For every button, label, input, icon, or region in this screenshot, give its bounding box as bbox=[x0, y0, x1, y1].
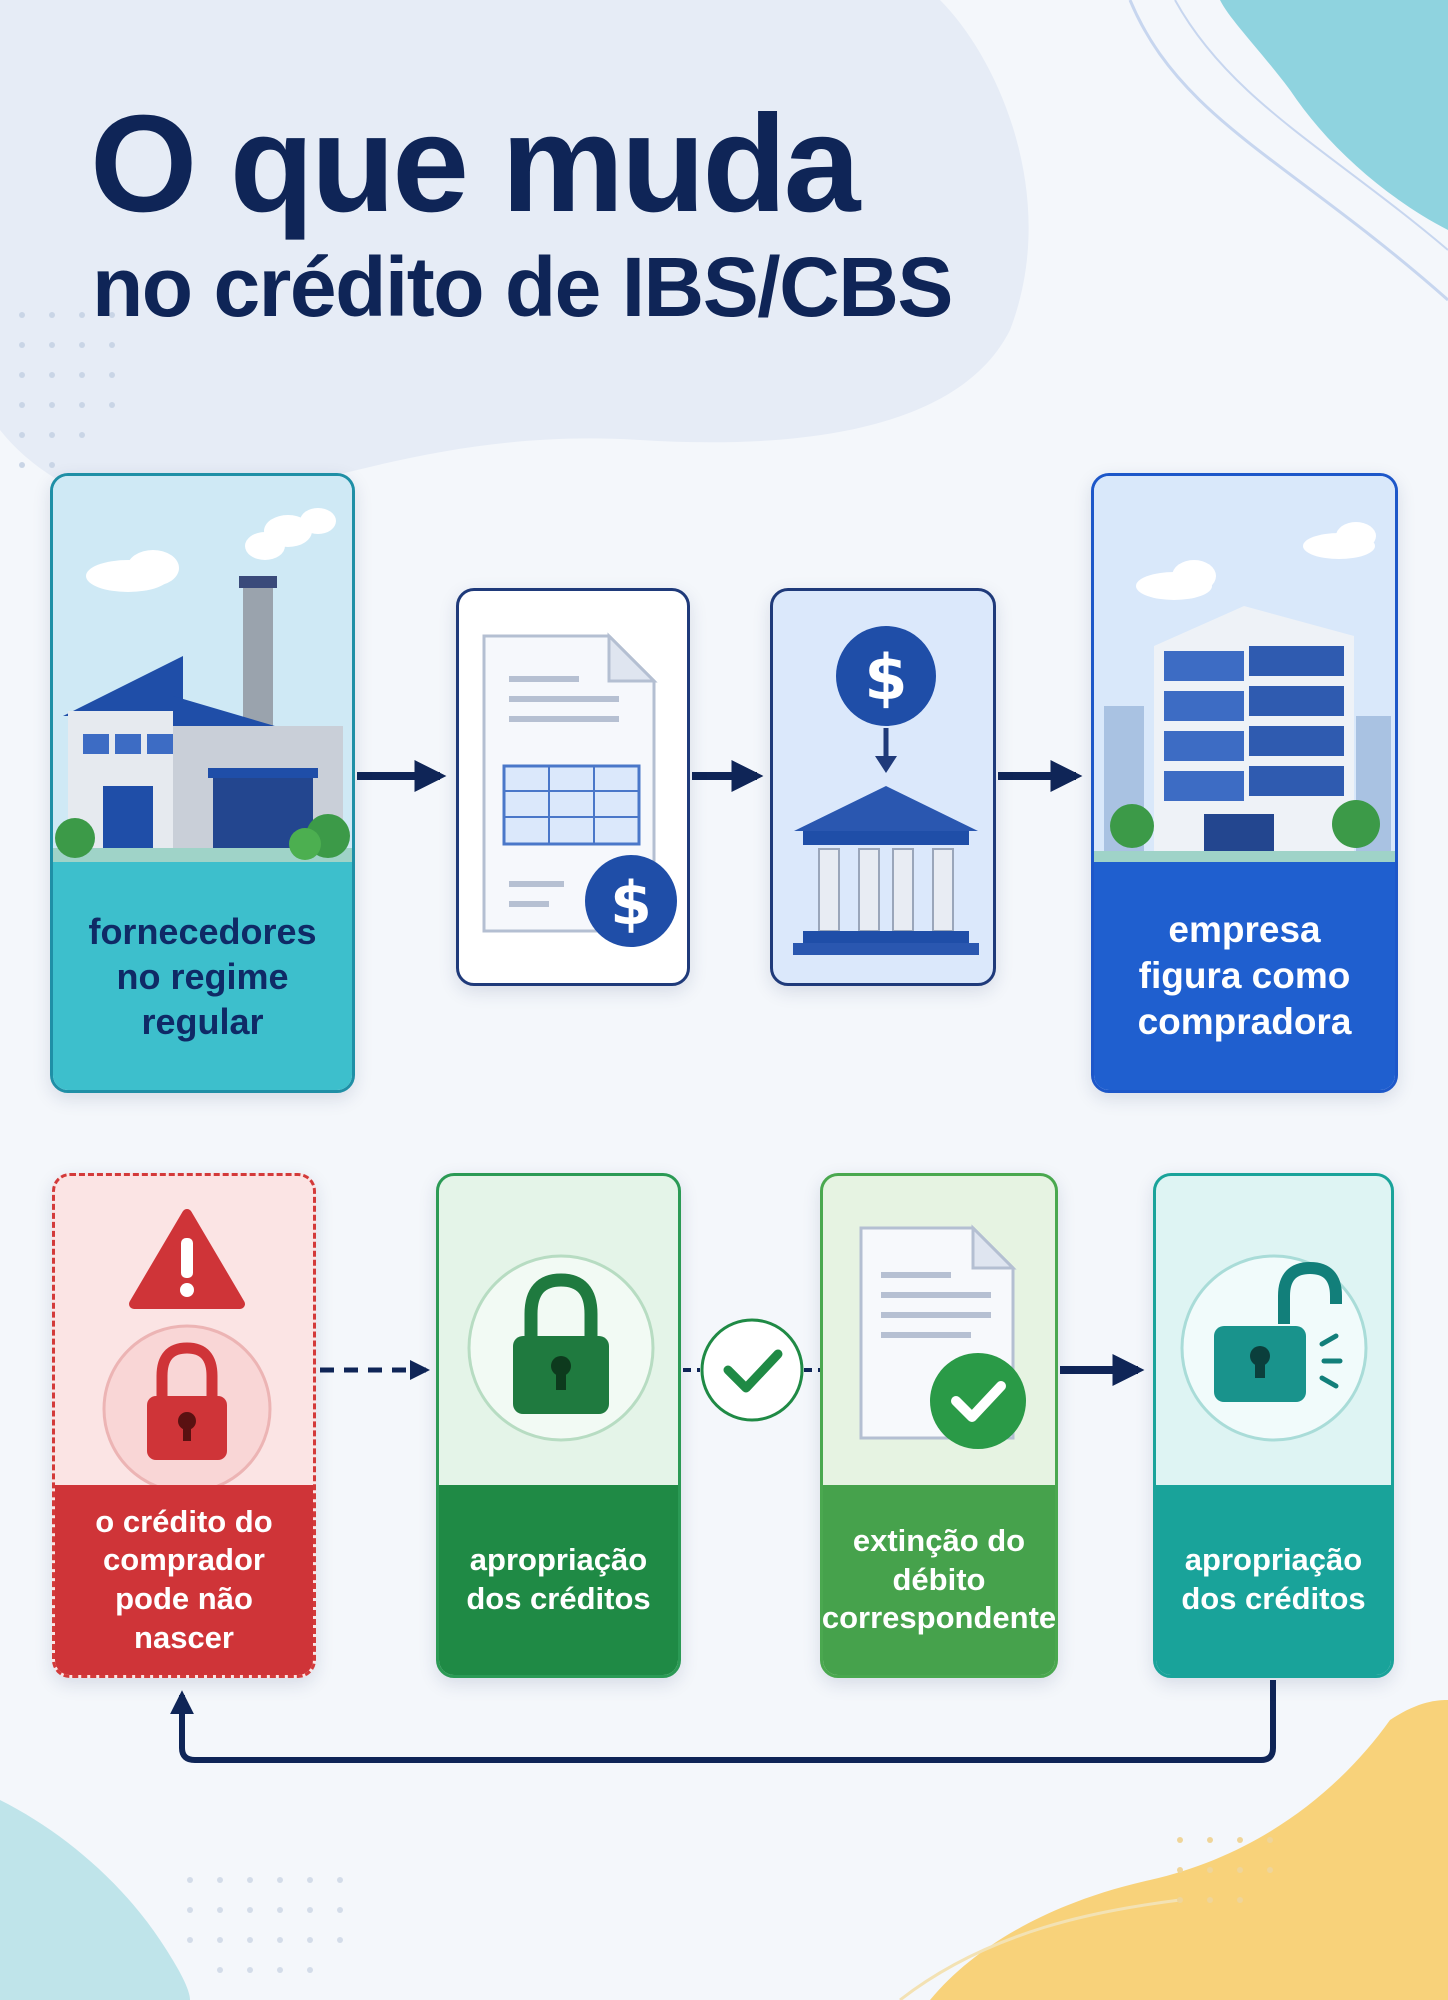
factory-icon bbox=[53, 476, 352, 868]
debt-extinction-card: extinção do débito correspondente bbox=[820, 1173, 1058, 1678]
dot-pattern-left bbox=[19, 312, 115, 468]
office-building-icon bbox=[1094, 476, 1395, 868]
bottom-right-curve bbox=[899, 1898, 1181, 2000]
page-subtitle: no crédito de IBS/CBS bbox=[92, 240, 953, 334]
invoice-dollar-icon: $ bbox=[482, 632, 677, 947]
credit-appropriation-unlocked-card: apropriação dos créditos bbox=[1153, 1173, 1394, 1678]
document-check-icon bbox=[859, 1224, 1026, 1449]
supplier-label: fornecedores no regime regular bbox=[53, 862, 352, 1090]
credit-appropriation-label: apropriação dos créditos bbox=[439, 1485, 678, 1675]
bottom-left-blob bbox=[0, 1800, 190, 2000]
bottom-right-blob bbox=[930, 1700, 1448, 2000]
top-right-curve-1 bbox=[1128, 0, 1448, 302]
dot-pattern-bottom bbox=[187, 1877, 343, 1973]
title-blob bbox=[0, 0, 1029, 510]
credit-warning-label: o crédito do comprador pode não nascer bbox=[55, 1485, 313, 1675]
credit-appropriation-card: apropriação dos créditos bbox=[436, 1173, 681, 1678]
supplier-card: fornecedores no regime regular bbox=[50, 473, 355, 1093]
warning-lock-graphic bbox=[102, 1209, 272, 1488]
bank-payment-icon: $ bbox=[793, 626, 979, 955]
unlocked-icon bbox=[1180, 1254, 1368, 1442]
bank-card: $ bbox=[770, 588, 996, 986]
dot-pattern-right bbox=[1177, 1837, 1273, 1903]
svg-text:$: $ bbox=[610, 869, 652, 939]
locked-icon bbox=[147, 1342, 227, 1460]
top-right-blob bbox=[1220, 0, 1448, 230]
svg-text:$: $ bbox=[864, 641, 907, 714]
buyer-company-label: empresa figura como compradora bbox=[1094, 862, 1395, 1090]
top-right-curve-2 bbox=[1174, 0, 1448, 251]
credit-appropriation-label-2: apropriação dos créditos bbox=[1156, 1485, 1391, 1675]
warning-icon bbox=[129, 1209, 245, 1309]
invoice-card: $ bbox=[456, 588, 690, 986]
debt-extinction-label: extinção do débito correspondente bbox=[823, 1485, 1055, 1675]
credit-warning-card: o crédito do comprador pode não nascer bbox=[52, 1173, 316, 1678]
buyer-company-card: empresa figura como compradora bbox=[1091, 473, 1398, 1093]
locked-green-icon bbox=[467, 1254, 655, 1442]
page-title: O que muda bbox=[90, 87, 860, 241]
